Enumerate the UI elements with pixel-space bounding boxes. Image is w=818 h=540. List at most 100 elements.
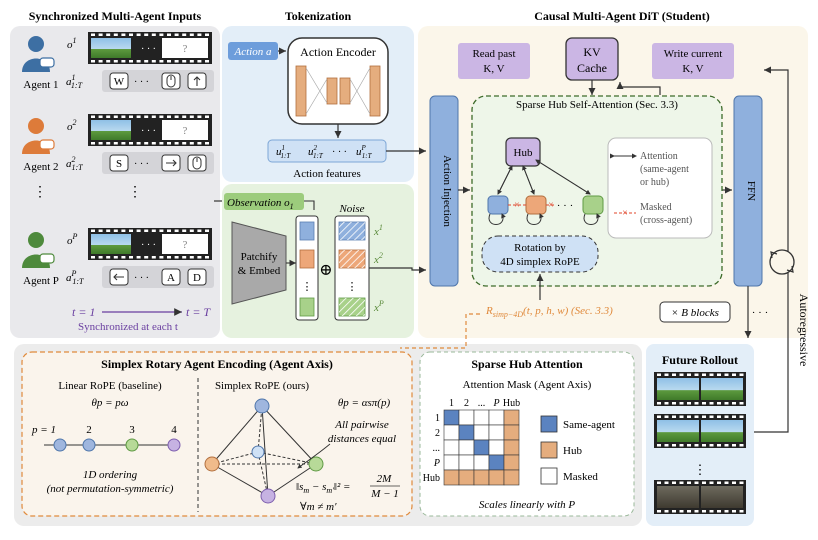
rollout-title: Future Rollout [662, 353, 738, 367]
mask-caption: Scales linearly with P [479, 499, 576, 511]
obs-dots: · · · [141, 126, 156, 137]
distance-lhs: ‖s [296, 481, 303, 493]
forall-label: ∀m ≠ m′ [300, 501, 337, 513]
simplex-vertex-right [308, 456, 324, 472]
blocks-box [659, 301, 731, 323]
rotation-box [481, 235, 599, 273]
mask-row-label: P [433, 458, 440, 469]
agent-avatar-icon [22, 36, 55, 72]
t-end-label: t = T [186, 305, 211, 319]
key-label: W [114, 76, 125, 88]
masked-cross-1: × [514, 200, 520, 211]
mask-title: Attention Mask (Agent Axis) [463, 379, 592, 391]
action-dots: · · · [134, 77, 149, 88]
legend-attention: Attention [640, 151, 678, 162]
hub-label: Hub [514, 147, 533, 159]
mask-cell [473, 409, 490, 426]
features-dots: · · · [332, 147, 347, 158]
legend-hub-swatch [540, 441, 558, 459]
pairwise-pointer [297, 443, 331, 469]
legend-masked-cell: Masked [563, 471, 598, 483]
encoder-layer-1 [295, 65, 307, 117]
agent-label: Agent 2 [23, 161, 58, 173]
legend-masked-swatch [540, 467, 558, 485]
agents-vertical-ellipsis: ⋮ [33, 185, 47, 200]
write-current-line1: Write current [664, 48, 723, 60]
mask-col-label: P [492, 398, 499, 409]
frames-vertical-ellipsis: ⋮ [128, 185, 142, 200]
patchify-line2: & Embed [238, 265, 281, 277]
mask-cell [473, 454, 490, 471]
frac-denominator: M − 1 [370, 488, 399, 500]
noise-var-3: xP [373, 299, 384, 314]
distance-mid: − s [309, 481, 326, 493]
noise-var-2: x2 [373, 251, 383, 266]
simplex-vertex-center [251, 445, 265, 459]
simplex-vertex-top [254, 398, 270, 414]
obs-to-patchify-line [304, 200, 315, 210]
key-label: D [193, 272, 201, 284]
sync-caption: Synchronized at each t [78, 321, 178, 333]
obs-filmstrip: · · ·? [88, 114, 212, 146]
rollout-ellipsis: ⋮ [694, 462, 707, 477]
obs-token-1 [299, 221, 315, 241]
linear-point-label-2: 2 [86, 424, 92, 436]
legend-hub: Hub [563, 445, 582, 457]
distance-formula: ‖sm − sm′‖² = [296, 481, 350, 495]
encoder-layer-4 [369, 65, 381, 117]
patchify-line1: Patchify [241, 251, 278, 263]
simplex-vertex-bottom [260, 488, 276, 504]
rotation-line2: 4D simplex RoPE [500, 256, 580, 268]
mask-cell [473, 439, 490, 456]
action-strip [102, 70, 214, 92]
linear-rope-formula: θp = pω [91, 397, 128, 409]
agent-node-1 [487, 195, 509, 215]
noise-var-1: x1 [373, 223, 383, 238]
read-past-box [458, 43, 530, 79]
obs-token-ellipsis: ⋮ [302, 281, 313, 293]
noise-label: Noise [338, 203, 364, 215]
linear-point-3 [125, 438, 139, 452]
legend-masked-sub: (cross-agent) [640, 215, 692, 226]
encoder-layer-2 [326, 77, 338, 105]
obs-token-p [299, 297, 315, 317]
t-start-label: t = 1 [72, 305, 95, 319]
mask-cell [458, 469, 475, 486]
cycle-icon-arrow-1 [770, 251, 778, 259]
read-past-line1: Read past [472, 48, 515, 60]
noise-hatch [339, 222, 365, 240]
tokens-to-injection-arrow [369, 266, 426, 274]
action-strip [102, 152, 214, 174]
mask-cell [503, 439, 520, 456]
obs-frame-future [162, 38, 208, 58]
action-key [187, 154, 207, 172]
agent-avatar-icon [22, 118, 55, 154]
write-current-box [652, 43, 734, 79]
linear-rope-title: Linear RoPE (baseline) [58, 380, 162, 392]
read-past-line2: K, V [483, 63, 504, 75]
observation-label-box [224, 193, 304, 210]
legend-masked: Masked [640, 202, 672, 213]
rope-panel [21, 351, 413, 517]
action-strip [102, 266, 214, 288]
simplex-rope-title: Simplex RoPE (ours) [215, 380, 309, 392]
action-dots: · · · [134, 159, 149, 170]
arrow-left-icon [113, 273, 124, 281]
write-current-line2: K, V [682, 63, 703, 75]
masked-cross-2: × [548, 200, 554, 211]
obs-frame-1 [91, 234, 131, 254]
mask-cell [458, 439, 475, 456]
mask-cell [503, 409, 520, 426]
mask-cell [473, 424, 490, 441]
legend-attention-sub2: or hub) [640, 177, 669, 188]
obs-token-2 [299, 249, 315, 269]
rsimp-formula: Rsimp−4D(t, p, h, w) (Sec. 3.3) [485, 305, 613, 319]
mask-cell [488, 454, 505, 471]
rollout-frame-3 [654, 480, 746, 514]
legend-masked-cross: × [622, 208, 628, 219]
agent-avatar-icon [22, 232, 55, 268]
